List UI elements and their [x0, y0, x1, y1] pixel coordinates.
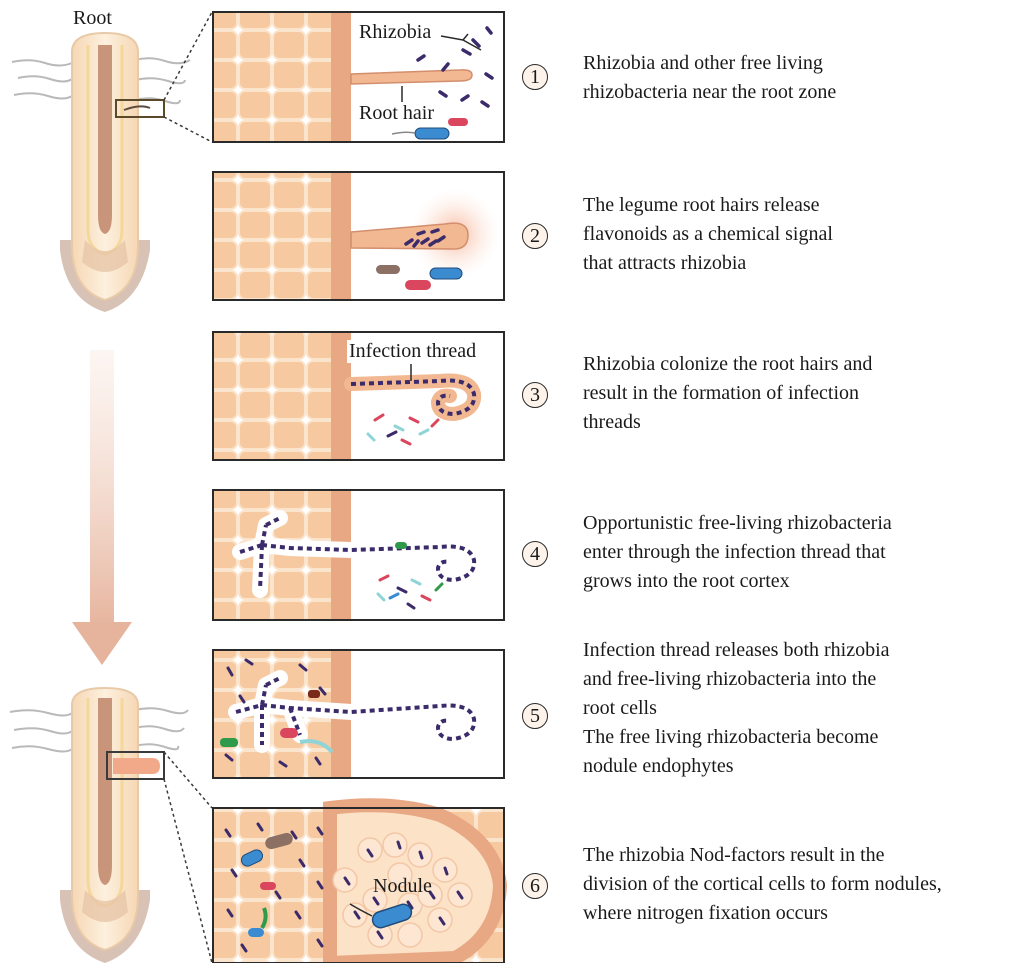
- step-number-2: 2: [522, 223, 548, 249]
- panel-2: [213, 172, 504, 300]
- step-1-line: Rhizobia and other free living: [583, 49, 836, 78]
- step-number-6: 6: [522, 873, 548, 899]
- step-number-1: 1: [522, 64, 548, 90]
- infection-thread-label: Infection thread: [347, 340, 478, 363]
- step-2-line: The legume root hairs release: [583, 191, 833, 220]
- step-4-line: grows into the root cortex: [583, 567, 892, 596]
- step-4-text: Opportunistic free-living rhizobacteria …: [583, 509, 892, 596]
- panel-6: [213, 805, 504, 963]
- step-6-line: division of the cortical cells to form n…: [583, 870, 942, 899]
- rhizobia-label: Rhizobia: [357, 21, 433, 44]
- step-number-3: 3: [522, 382, 548, 408]
- step-6-line: The rhizobia Nod-factors result in the: [583, 841, 942, 870]
- step-3-text: Rhizobia colonize the root hairs and res…: [583, 350, 872, 437]
- step-5-line: nodule endophytes: [583, 752, 890, 781]
- step-5-line: and free-living rhizobacteria into the: [583, 665, 890, 694]
- step-1-line: rhizobacteria near the root zone: [583, 78, 836, 107]
- progress-arrow: [72, 350, 132, 665]
- nodule-label: Nodule: [373, 875, 432, 898]
- step-5-line: Infection thread releases both rhizobia: [583, 636, 890, 665]
- root-bottom: [10, 688, 212, 963]
- panel-5: [213, 650, 504, 778]
- root-label: Root: [73, 7, 112, 30]
- step-1-text: Rhizobia and other free living rhizobact…: [583, 49, 836, 107]
- step-6-line: where nitrogen fixation occurs: [583, 899, 942, 928]
- step-2-line: that attracts rhizobia: [583, 249, 833, 278]
- panel-4: [213, 490, 504, 620]
- step-2-text: The legume root hairs release flavonoids…: [583, 191, 833, 278]
- step-5-text: Infection thread releases both rhizobia …: [583, 636, 890, 781]
- step-4-line: Opportunistic free-living rhizobacteria: [583, 509, 892, 538]
- step-4-line: enter through the infection thread that: [583, 538, 892, 567]
- step-2-line: flavonoids as a chemical signal: [583, 220, 833, 249]
- step-number-4: 4: [522, 541, 548, 567]
- step-3-line: threads: [583, 408, 872, 437]
- step-5-line: The free living rhizobacteria become: [583, 723, 890, 752]
- root-hair-label: Root hair: [357, 102, 436, 125]
- step-6-text: The rhizobia Nod-factors result in the d…: [583, 841, 942, 928]
- step-3-line: result in the formation of infection: [583, 379, 872, 408]
- step-number-5: 5: [522, 703, 548, 729]
- step-3-line: Rhizobia colonize the root hairs and: [583, 350, 872, 379]
- root-top: [12, 12, 212, 312]
- step-5-line: root cells: [583, 694, 890, 723]
